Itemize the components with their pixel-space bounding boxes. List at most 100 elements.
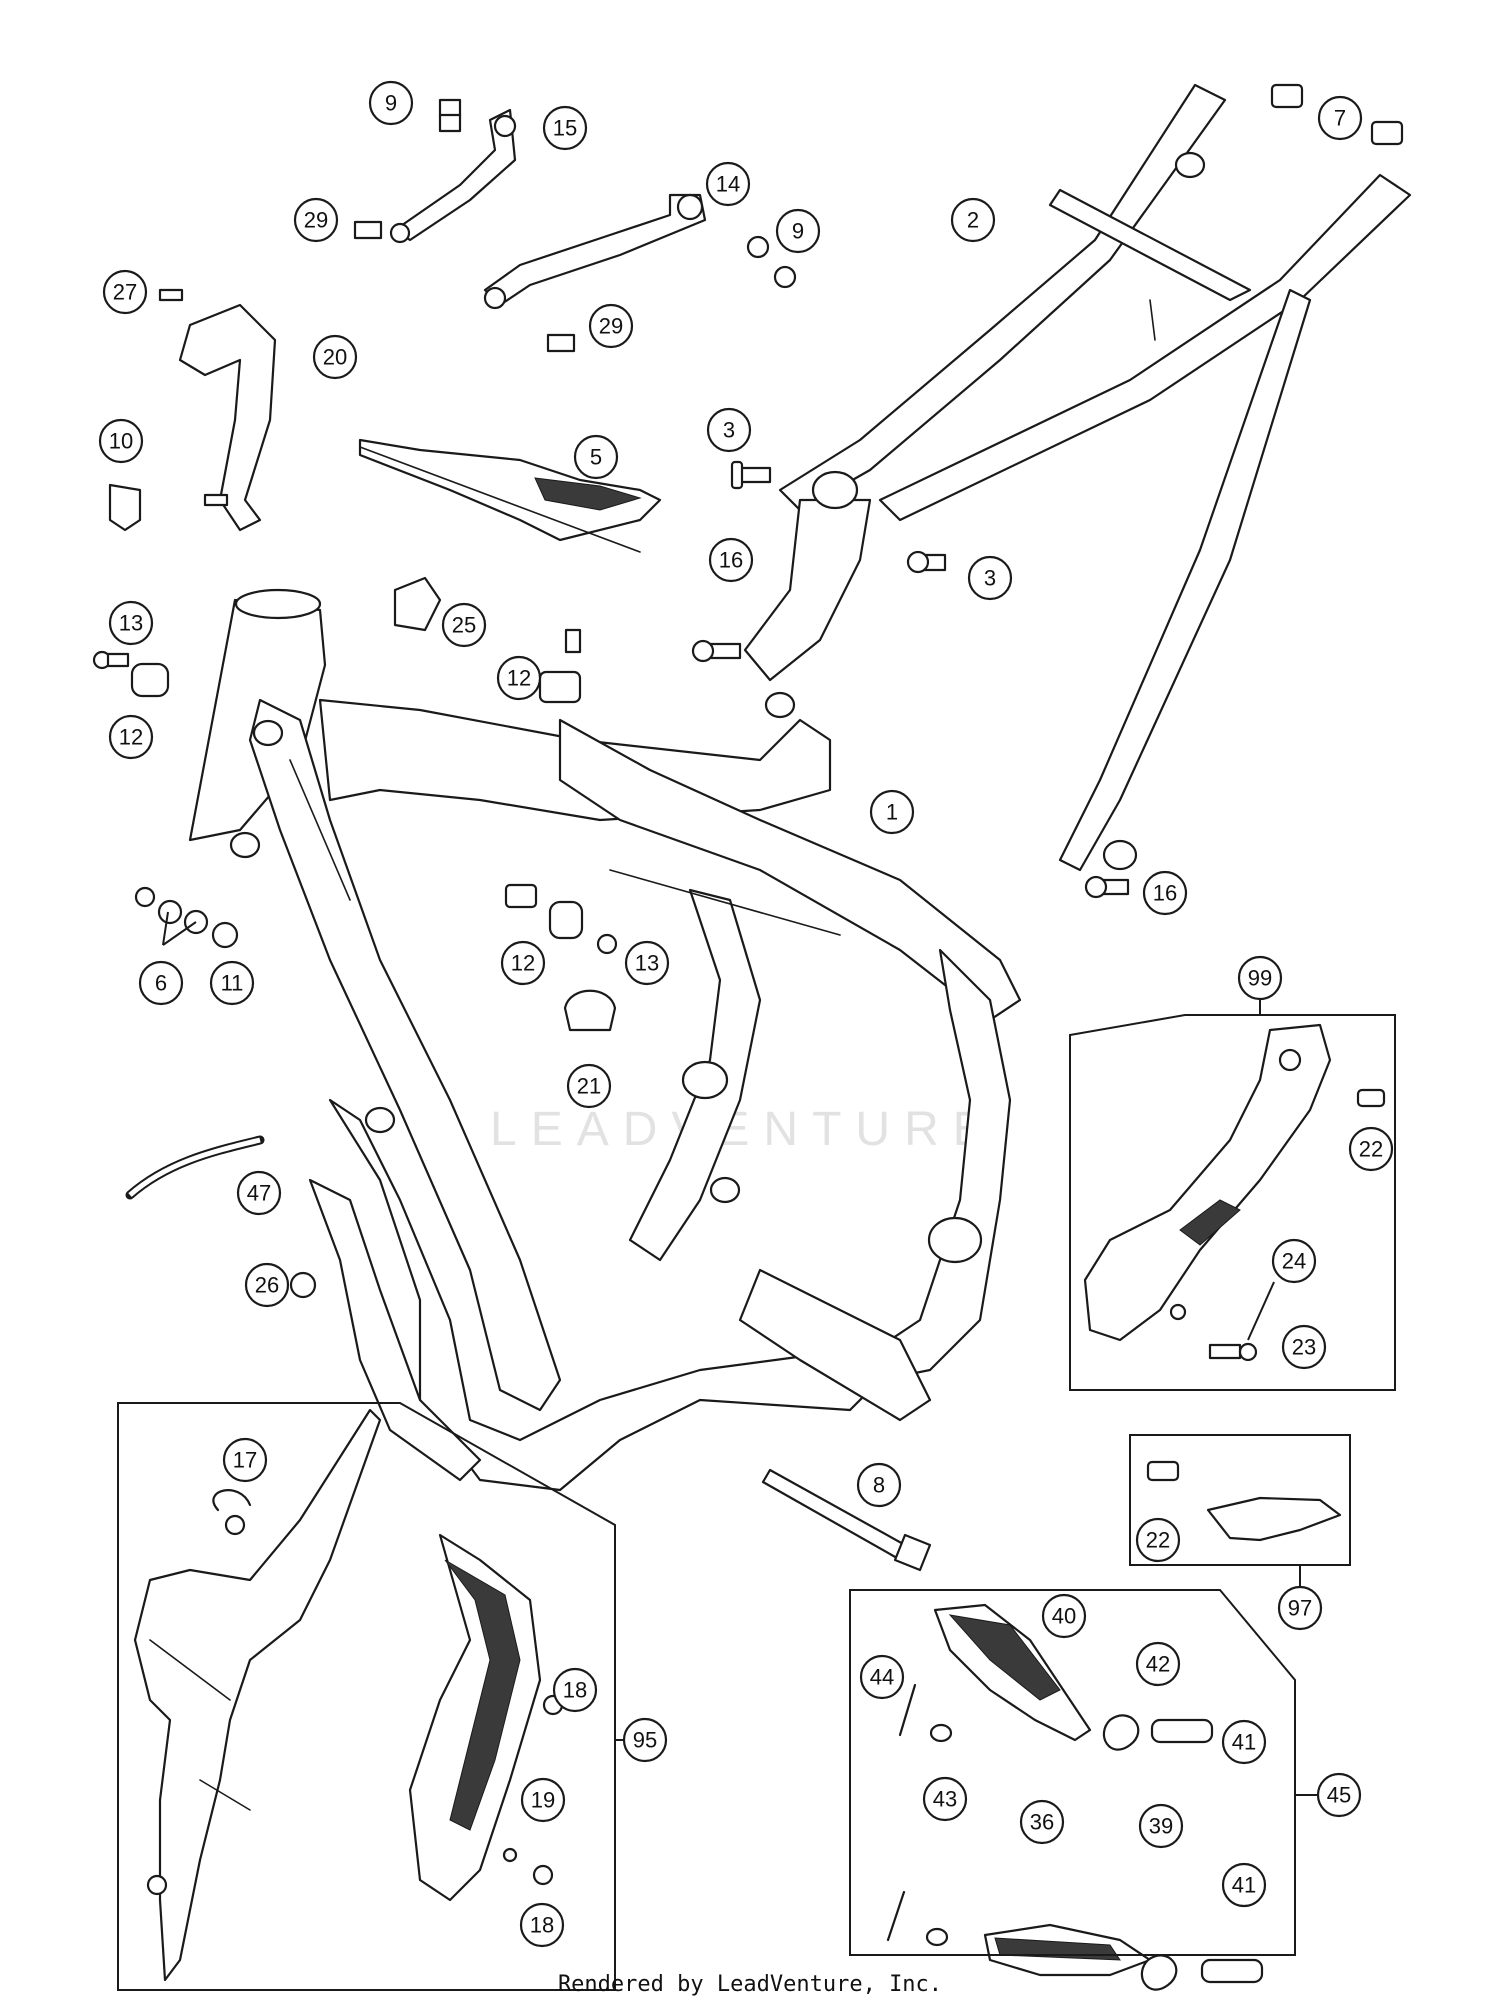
svg-text:99: 99 [1248, 966, 1272, 991]
callout-43: 43 [922, 1776, 968, 1822]
callout-2: 2 [950, 197, 996, 243]
svg-text:12: 12 [507, 666, 531, 691]
svg-text:9: 9 [792, 219, 804, 244]
svg-text:18: 18 [530, 1913, 554, 1938]
svg-text:39: 39 [1149, 1814, 1173, 1839]
svg-text:12: 12 [511, 951, 535, 976]
callout-13: 13 [624, 940, 670, 986]
callout-42: 42 [1135, 1641, 1181, 1687]
svg-text:8: 8 [873, 1473, 885, 1498]
callout-29: 29 [293, 197, 339, 243]
svg-text:1: 1 [886, 800, 898, 825]
callout-9: 9 [775, 208, 821, 254]
callout-3: 3 [967, 555, 1013, 601]
callout-16: 16 [708, 537, 754, 583]
callout-22: 22 [1348, 1126, 1394, 1172]
svg-text:29: 29 [599, 314, 623, 339]
callout-24: 24 [1271, 1238, 1317, 1284]
callout-16: 16 [1142, 870, 1188, 916]
svg-text:24: 24 [1282, 1249, 1306, 1274]
svg-text:42: 42 [1146, 1652, 1170, 1677]
callout-40: 40 [1041, 1593, 1087, 1639]
footpegs [886, 1603, 1264, 1991]
callout-41: 41 [1221, 1719, 1267, 1765]
svg-text:40: 40 [1052, 1604, 1076, 1629]
svg-text:47: 47 [247, 1181, 271, 1206]
callout-99: 99 [1237, 955, 1283, 1001]
brackets-top [108, 98, 797, 553]
leader-lines [162, 911, 1318, 1796]
callout-17: 17 [222, 1437, 268, 1483]
callout-7: 7 [1317, 95, 1363, 141]
callout-12: 12 [500, 940, 546, 986]
svg-text:22: 22 [1146, 1528, 1170, 1553]
callout-23: 23 [1281, 1324, 1327, 1370]
svg-text:12: 12 [119, 725, 143, 750]
subframe [743, 83, 1412, 872]
callout-11: 11 [209, 960, 255, 1006]
svg-text:15: 15 [553, 116, 577, 141]
callout-39: 39 [1138, 1803, 1184, 1849]
svg-text:41: 41 [1232, 1873, 1256, 1898]
svg-text:19: 19 [531, 1788, 555, 1813]
callout-3: 3 [706, 407, 752, 453]
watermark-text: LEADVENTURE [490, 1103, 999, 1156]
svg-text:16: 16 [1153, 881, 1177, 906]
callout-25: 25 [441, 602, 487, 648]
callout-20: 20 [312, 334, 358, 380]
svg-text:36: 36 [1030, 1810, 1054, 1835]
footer-credit: Rendered by LeadVenture, Inc. [557, 1972, 943, 1997]
callout-13: 13 [108, 600, 154, 646]
callout-19: 19 [520, 1777, 566, 1823]
svg-text:13: 13 [119, 611, 143, 636]
callout-1: 1 [869, 789, 915, 835]
callout-6: 6 [138, 960, 184, 1006]
callout-14: 14 [705, 161, 751, 207]
callout-29: 29 [588, 303, 634, 349]
callout-45: 45 [1316, 1772, 1362, 1818]
svg-text:44: 44 [870, 1665, 894, 1690]
frame-protectors [133, 1408, 564, 1982]
callout-5: 5 [573, 434, 619, 480]
callout-22: 22 [1135, 1517, 1181, 1563]
svg-text:23: 23 [1292, 1335, 1316, 1360]
svg-text:97: 97 [1288, 1596, 1312, 1621]
svg-text:18: 18 [563, 1678, 587, 1703]
callout-12: 12 [496, 655, 542, 701]
callout-41: 41 [1221, 1862, 1267, 1908]
callout-47: 47 [236, 1170, 282, 1216]
callout-12: 12 [108, 714, 154, 760]
callout-97: 97 [1277, 1585, 1323, 1631]
svg-text:9: 9 [385, 91, 397, 116]
svg-text:22: 22 [1359, 1137, 1383, 1162]
callout-18: 18 [552, 1667, 598, 1713]
callout-10: 10 [98, 418, 144, 464]
callout-18: 18 [519, 1902, 565, 1948]
svg-text:6: 6 [155, 971, 167, 996]
svg-text:17: 17 [233, 1448, 257, 1473]
svg-text:10: 10 [109, 429, 133, 454]
callout-9: 9 [368, 80, 414, 126]
svg-text:27: 27 [113, 280, 137, 305]
svg-text:29: 29 [304, 208, 328, 233]
callout-27: 27 [102, 269, 148, 315]
svg-text:7: 7 [1334, 106, 1346, 131]
svg-text:25: 25 [452, 613, 476, 638]
svg-text:20: 20 [323, 345, 347, 370]
callout-15: 15 [542, 105, 588, 151]
svg-text:95: 95 [633, 1728, 657, 1753]
svg-text:3: 3 [984, 566, 996, 591]
callout-21: 21 [566, 1063, 612, 1109]
svg-text:21: 21 [577, 1074, 601, 1099]
side-stand [1083, 1023, 1386, 1542]
svg-text:14: 14 [716, 172, 740, 197]
svg-text:2: 2 [967, 208, 979, 233]
svg-text:16: 16 [719, 548, 743, 573]
svg-text:5: 5 [590, 445, 602, 470]
hardware [92, 83, 1404, 1572]
callout-26: 26 [244, 1262, 290, 1308]
svg-text:11: 11 [221, 971, 244, 996]
main-frame [188, 588, 1022, 1492]
svg-text:13: 13 [635, 951, 659, 976]
